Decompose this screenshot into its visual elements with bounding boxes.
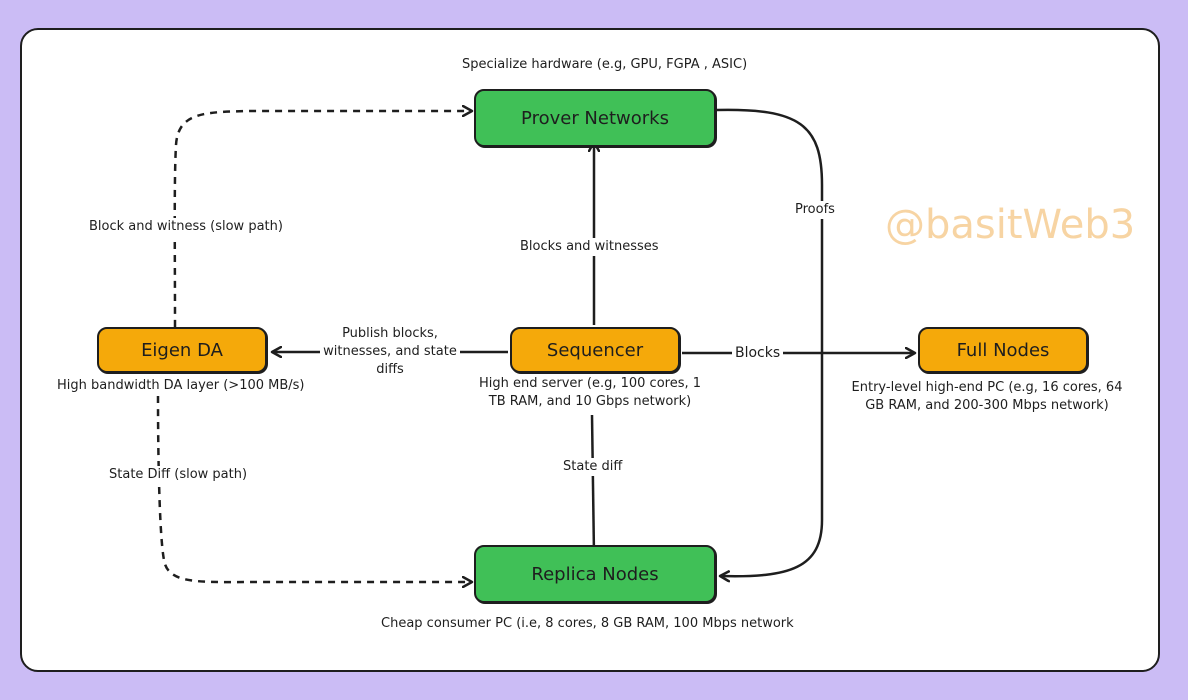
- watermark-text: @basitWeb3: [885, 202, 1136, 248]
- label-state-diff-slow: State Diff (slow path): [109, 466, 248, 484]
- node-eigen-da: Eigen DA: [97, 327, 267, 373]
- node-sequencer: Sequencer: [510, 327, 680, 373]
- note-eigen: High bandwidth DA layer (>100 MB/s): [57, 378, 305, 393]
- edge-prover-to-replica: [715, 108, 824, 576]
- note-full-nodes: Entry-level high-end PC (e.g, 16 cores, …: [851, 380, 1123, 413]
- node-full-nodes: Full Nodes: [918, 327, 1088, 373]
- label-state-diff: State diff: [563, 458, 623, 476]
- note-sequencer: High end server (e.g, 100 cores, 1 TB RA…: [478, 376, 702, 409]
- node-replica-nodes: Replica Nodes: [474, 545, 716, 603]
- edge-eigen-to-replica: [156, 395, 472, 582]
- node-prover-networks: Prover Networks: [474, 89, 716, 147]
- edge-sequencer-to-replica: [592, 414, 594, 555]
- label-publish: Publish blocks, witnesses, and state dif…: [320, 325, 460, 379]
- note-replica: Cheap consumer PC (i.e, 8 cores, 8 GB RA…: [381, 616, 794, 631]
- note-prover: Specialize hardware (e.g, GPU, FGPA , AS…: [462, 57, 748, 72]
- label-blocks: Blocks: [732, 344, 784, 362]
- label-block-witness-slow: Block and witness (slow path): [89, 218, 283, 236]
- label-blocks-witnesses: Blocks and witnesses: [520, 238, 659, 256]
- label-proofs: Proofs: [795, 201, 835, 219]
